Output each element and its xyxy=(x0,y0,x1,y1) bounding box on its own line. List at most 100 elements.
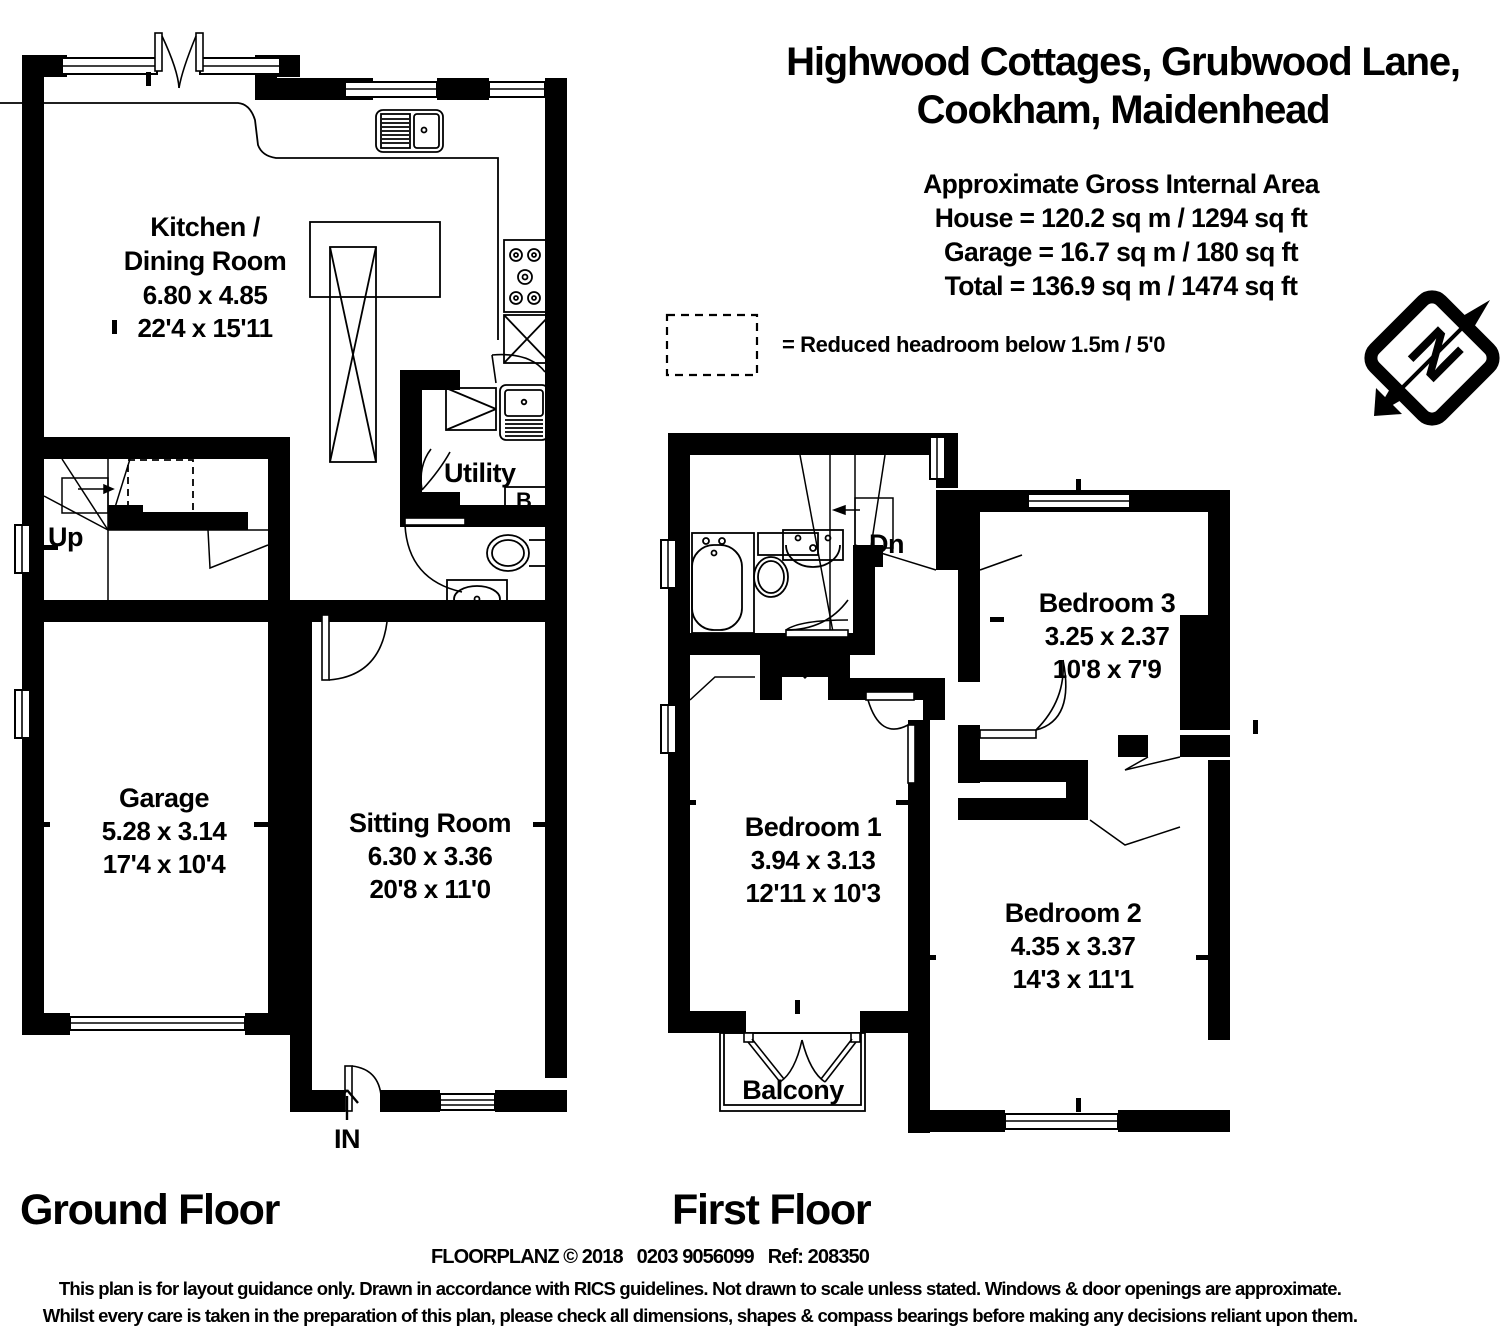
utility-unit xyxy=(445,387,497,431)
french-door xyxy=(154,32,204,89)
balcony-label: Balcony xyxy=(742,1075,844,1105)
appliance-icon xyxy=(503,314,551,364)
wall xyxy=(1118,735,1148,757)
window xyxy=(1027,493,1131,509)
room-dim-garage-metric: 5.28 x 3.14 xyxy=(101,816,227,846)
room-dim-kitchen-metric: 6.80 x 4.85 xyxy=(142,280,268,310)
window xyxy=(929,436,946,480)
wall xyxy=(268,600,290,1035)
wall xyxy=(545,518,567,1078)
room-label-sitting-room: Sitting Room xyxy=(349,808,511,838)
window xyxy=(660,539,677,589)
sink-icon xyxy=(375,109,444,153)
wall xyxy=(290,600,312,1112)
page-title-line1: Highwood Cottages, Grubwood Lane, xyxy=(786,40,1461,84)
door xyxy=(1089,756,1181,846)
legend-label: = Reduced headroom below 1.5m / 5'0 xyxy=(782,332,1166,357)
wall xyxy=(322,78,345,100)
room-dim-bedroom2-imperial: 14'3 x 11'1 xyxy=(1012,964,1134,994)
ground-floor-title: Ground Floor xyxy=(20,1186,280,1234)
stairs-up xyxy=(43,458,131,600)
area-house: House = 120.2 sq m / 1294 sq ft xyxy=(934,203,1308,233)
window xyxy=(488,81,546,98)
wall xyxy=(1180,735,1230,757)
wall xyxy=(908,720,930,1033)
wall xyxy=(1208,490,1230,650)
wall xyxy=(958,760,1088,782)
wall xyxy=(668,788,690,1033)
footer-credit: FLOORPLANZ © 2018 0203 9056099 Ref: 2083… xyxy=(430,1246,870,1268)
wall xyxy=(545,78,567,518)
room-dim-bedroom1-metric: 3.94 x 3.13 xyxy=(750,845,876,875)
room-dim-bedroom3-metric: 3.25 x 2.37 xyxy=(1044,621,1170,651)
first-floor-title: First Floor xyxy=(672,1186,872,1234)
reduced-headroom-swatch xyxy=(665,313,759,377)
wall xyxy=(668,633,853,655)
french-door xyxy=(743,1032,861,1083)
wall xyxy=(908,1011,930,1133)
window xyxy=(660,704,677,754)
door xyxy=(979,659,1067,739)
washbasin-icon xyxy=(782,529,844,568)
wall xyxy=(22,600,290,622)
toilet-icon xyxy=(486,534,545,572)
utility-sink-icon xyxy=(499,384,549,441)
wall xyxy=(268,437,290,622)
window xyxy=(14,689,31,739)
window xyxy=(344,81,438,98)
stairs-down-label: Dn xyxy=(869,529,905,559)
dimension-ticks xyxy=(36,72,547,827)
area-garage: Garage = 16.7 sq m / 180 sq ft xyxy=(944,237,1299,267)
wall xyxy=(400,370,460,390)
wall xyxy=(958,798,1088,820)
door xyxy=(689,676,755,701)
room-label-bedroom-3: Bedroom 3 xyxy=(1038,588,1176,618)
page-title-line2: Cookham, Maidenhead xyxy=(916,88,1331,132)
room-dim-garage-imperial: 17'4 x 10'4 xyxy=(102,849,226,879)
first-floor-plan xyxy=(660,433,1258,1133)
area-total: Total = 136.9 sq m / 1474 sq ft xyxy=(944,271,1298,301)
boiler-box xyxy=(504,486,548,518)
room-dim-sitting-imperial: 20'8 x 11'0 xyxy=(369,874,491,904)
entrance-label: IN xyxy=(334,1124,361,1154)
ground-floor-plan xyxy=(0,32,567,1112)
door xyxy=(865,691,916,784)
wall-overlap-mask xyxy=(1180,615,1230,663)
window xyxy=(14,524,31,574)
wall xyxy=(853,545,883,567)
stairs-up-label: Up xyxy=(48,522,84,552)
wall xyxy=(22,437,280,459)
room-label-kitchen-line2: Dining Room xyxy=(123,246,287,276)
wall xyxy=(668,1011,746,1033)
room-dim-kitchen-imperial: 22'4 x 15'11 xyxy=(137,313,273,343)
washbasin-icon xyxy=(446,579,508,621)
wall xyxy=(1118,1110,1230,1132)
room-label-garage: Garage xyxy=(118,783,210,813)
window xyxy=(439,1093,496,1111)
wall xyxy=(958,512,980,682)
room-dim-bedroom3-imperial: 10'8 x 7'9 xyxy=(1052,654,1162,684)
footer-disclaimer-line2: Whilst every care is taken in the prepar… xyxy=(42,1305,1358,1326)
door xyxy=(491,353,546,384)
door xyxy=(420,448,451,491)
wall xyxy=(668,433,958,455)
wall xyxy=(22,55,67,77)
balcony-outline xyxy=(719,1032,866,1112)
room-dim-bedroom1-imperial: 12'11 x 10'3 xyxy=(745,878,881,908)
door xyxy=(944,554,1023,571)
wall xyxy=(936,490,978,512)
wall xyxy=(22,1013,70,1035)
wall xyxy=(978,490,1028,512)
wall xyxy=(22,55,44,600)
room-label-kitchen-line1: Kitchen / xyxy=(150,212,260,242)
wall xyxy=(380,1090,440,1112)
wall xyxy=(930,1110,1005,1132)
window xyxy=(1004,1113,1119,1130)
hob-icon xyxy=(503,239,547,313)
wall xyxy=(290,600,400,622)
cupboard-door xyxy=(781,654,829,680)
footer-disclaimer-line1: This plan is for layout guidance only. D… xyxy=(58,1278,1342,1299)
wall xyxy=(1130,490,1230,512)
